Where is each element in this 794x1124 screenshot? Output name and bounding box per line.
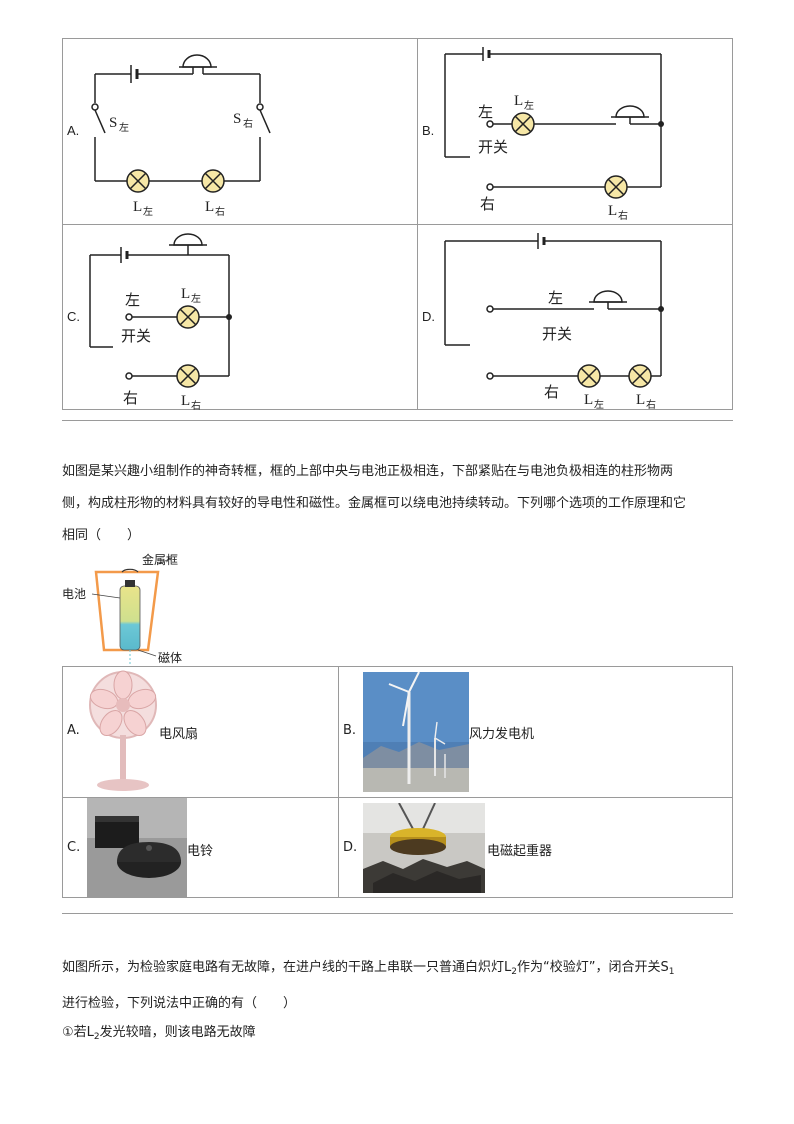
option-a-cell[interactable]: A. [63, 39, 417, 224]
svg-text:L: L [205, 199, 214, 215]
option-b-label: B. [422, 123, 435, 138]
option-c-cell[interactable]: C. [63, 225, 417, 410]
option-c-cell-q2[interactable]: C. 电铃 [63, 798, 338, 898]
svg-text:金属框: 金属框 [142, 552, 178, 567]
svg-text:右: 右 [544, 384, 559, 401]
svg-text:L: L [584, 392, 593, 408]
svg-text:左: 左 [119, 121, 129, 134]
svg-text:左: 左 [548, 290, 563, 307]
question-2-text: 如图是某兴趣小组制作的神奇转框，框的上部中央与电池正极相连，下部紧贴在与电池负极… [62, 464, 687, 543]
option-d-cell[interactable]: D. [418, 225, 734, 410]
option-a-cell-q2[interactable]: A. 电风扇 [63, 667, 338, 797]
svg-text:左: 左 [143, 205, 153, 218]
electric-fan-image [87, 669, 159, 795]
svg-text:左: 左 [478, 104, 493, 121]
svg-text:右: 右 [191, 399, 201, 410]
svg-text:右: 右 [243, 117, 253, 130]
svg-text:右: 右 [480, 196, 495, 213]
circuit-options-table: A. [62, 38, 733, 410]
svg-text:左: 左 [524, 99, 534, 112]
device-options-table: A. 电风扇 B. [62, 666, 733, 898]
svg-text:S: S [109, 115, 117, 131]
svg-text:电池: 电池 [62, 587, 86, 601]
option-c-label: C. [67, 309, 80, 324]
question-3-text: 如图所示，为检验家庭电路有无故障，在进户线的干路上串联一只普通白炽灯L2作为“校… [62, 960, 675, 1042]
separator-1 [62, 420, 733, 421]
option-b-name: 风力发电机 [469, 727, 535, 742]
separator-2 [62, 913, 733, 914]
option-b-cell-q2[interactable]: B. 风力发电机 [339, 667, 734, 797]
option-c-name: 电铃 [187, 844, 214, 859]
option-b-cell[interactable]: B. [418, 39, 734, 224]
electric-bell-image [87, 798, 187, 897]
svg-text:右: 右 [646, 398, 656, 410]
option-d-label: D. [422, 309, 435, 324]
electromagnetic-crane-image [363, 803, 485, 893]
option-a-label: A. [67, 123, 80, 138]
svg-text:左: 左 [594, 398, 604, 410]
svg-text:右: 右 [123, 390, 138, 407]
svg-text:右: 右 [215, 205, 225, 218]
svg-text:开关: 开关 [478, 139, 508, 156]
svg-text:开关: 开关 [121, 328, 151, 345]
svg-text:开关: 开关 [542, 326, 572, 343]
svg-text:左: 左 [191, 292, 201, 305]
svg-text:L: L [181, 393, 190, 409]
svg-text:S: S [233, 111, 241, 127]
svg-text:右: 右 [618, 209, 628, 222]
svg-text:L: L [133, 199, 142, 215]
option-d-cell-q2[interactable]: D. 电磁起重器 [339, 798, 734, 898]
option-d-name: 电磁起重器 [487, 844, 553, 859]
svg-text:磁体: 磁体 [158, 650, 182, 665]
option-a-name: 电风扇 [159, 727, 199, 742]
svg-text:L: L [514, 93, 523, 109]
svg-text:L: L [636, 392, 645, 408]
spinning-frame-figure: 金属框 电池 磁体 [62, 552, 182, 665]
svg-text:左: 左 [125, 292, 140, 309]
wind-turbine-image [363, 672, 469, 792]
svg-text:L: L [608, 203, 617, 219]
svg-text:L: L [181, 286, 190, 302]
